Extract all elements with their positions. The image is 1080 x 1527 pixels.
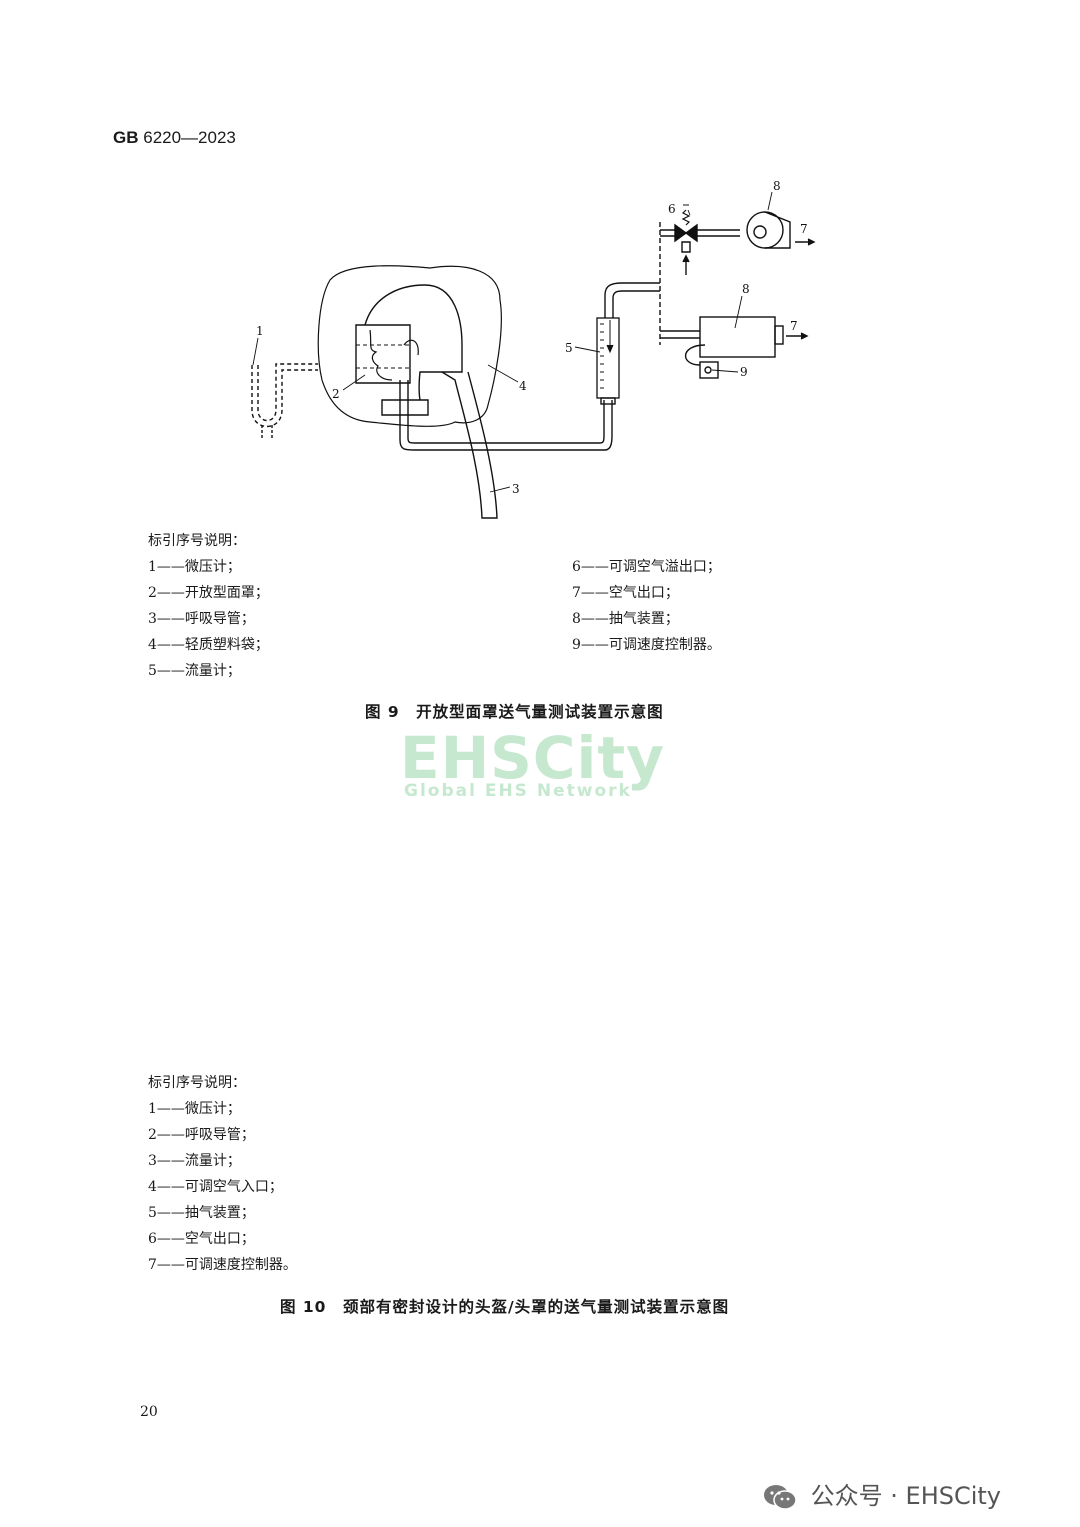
fig9-caption: 图 9 开放型面罩送气量测试装置示意图 bbox=[365, 703, 664, 721]
fig10-legend-item: 3——流量计； bbox=[148, 1153, 241, 1169]
fig10-legend: 标引序号说明： 1——微压计； 2——呼吸导管； 3——流量计； 4——可调空气… bbox=[148, 1070, 297, 1278]
extraction-device bbox=[699, 316, 776, 358]
fig10-caption: 图 10 颈部有密封设计的头盔/头罩的送气量测试装置示意图 bbox=[280, 1298, 730, 1316]
fig9-label-6: 6 bbox=[668, 202, 676, 216]
wechat-text: 公众号 · EHSCity bbox=[810, 1482, 1002, 1510]
fig9-legend-item: 8——抽气装置； bbox=[572, 611, 679, 627]
wechat-footer: 公众号 · EHSCity bbox=[763, 1476, 1001, 1511]
fig9-legend-title: 标引序号说明： bbox=[148, 533, 246, 549]
fig9-legend-item: 9——可调速度控制器。 bbox=[572, 637, 721, 653]
fig9-label-4: 4 bbox=[519, 379, 527, 393]
fig9-label-1: 1 bbox=[256, 324, 264, 338]
fig9-label-7a: 7 bbox=[800, 222, 808, 236]
valve-body bbox=[674, 223, 698, 243]
figure-9-diagram: 1 2 3 4 5 6 7 8 8 7 9 bbox=[251, 179, 816, 519]
fig9-label-9: 9 bbox=[740, 365, 748, 379]
figure-9-labels: 1 2 3 4 5 6 7 8 8 7 9 bbox=[256, 179, 808, 496]
fig9-label-3: 3 bbox=[512, 482, 520, 496]
fig9-label-7b: 7 bbox=[790, 319, 798, 333]
fig9-label-8b: 8 bbox=[742, 282, 750, 296]
fig9-legend-item: 6——可调空气溢出口； bbox=[572, 559, 721, 575]
fig10-legend-item: 2——呼吸导管； bbox=[148, 1127, 255, 1143]
standard-code: 6220—2023 bbox=[143, 128, 236, 147]
helmet-shape bbox=[364, 284, 463, 401]
fig9-label-2: 2 bbox=[332, 387, 340, 401]
page-number: 20 bbox=[140, 1404, 158, 1420]
watermark-subtitle: Global EHS Network bbox=[404, 781, 632, 801]
fig9-label-5: 5 bbox=[565, 341, 573, 355]
fig9-legend-item: 1——微压计； bbox=[148, 559, 241, 575]
fig9-legend-left: 标引序号说明： 1——微压计； 2——开放型面罩； 3——呼吸导管； 4——轻质… bbox=[148, 528, 269, 684]
fig10-legend-item: 5——抽气装置； bbox=[148, 1205, 255, 1221]
fig9-legend-item: 5——流量计； bbox=[148, 663, 241, 679]
fig9-label-8a: 8 bbox=[773, 179, 781, 193]
fig10-legend-title: 标引序号说明： bbox=[148, 1075, 246, 1091]
fig9-legend-item: 4——轻质塑料袋； bbox=[148, 637, 269, 653]
manometer-tube bbox=[251, 365, 318, 427]
fig9-legend-item: 2——开放型面罩； bbox=[148, 585, 269, 601]
fig10-legend-item: 6——空气出口； bbox=[148, 1231, 255, 1247]
plastic-bag bbox=[317, 265, 502, 427]
breathing-hose bbox=[441, 371, 498, 519]
watermark-title: EHSCity bbox=[400, 724, 665, 792]
fig9-legend-item: 3——呼吸导管； bbox=[148, 611, 255, 627]
fig9-legend-item: 7——空气出口； bbox=[572, 585, 679, 601]
standard-prefix: GB bbox=[113, 128, 139, 147]
document-header: GB 6220—2023 bbox=[113, 128, 236, 148]
fig10-legend-item: 1——微压计； bbox=[148, 1101, 241, 1117]
wechat-icon bbox=[764, 1485, 797, 1510]
flowmeter bbox=[596, 317, 620, 399]
speed-controller bbox=[699, 361, 719, 379]
fig10-legend-item: 7——可调速度控制器。 bbox=[148, 1257, 297, 1273]
fig10-legend-item: 4——可调空气入口； bbox=[148, 1179, 283, 1195]
fig9-legend-right: 6——可调空气溢出口； 7——空气出口； 8——抽气装置； 9——可调速度控制器… bbox=[572, 554, 721, 658]
